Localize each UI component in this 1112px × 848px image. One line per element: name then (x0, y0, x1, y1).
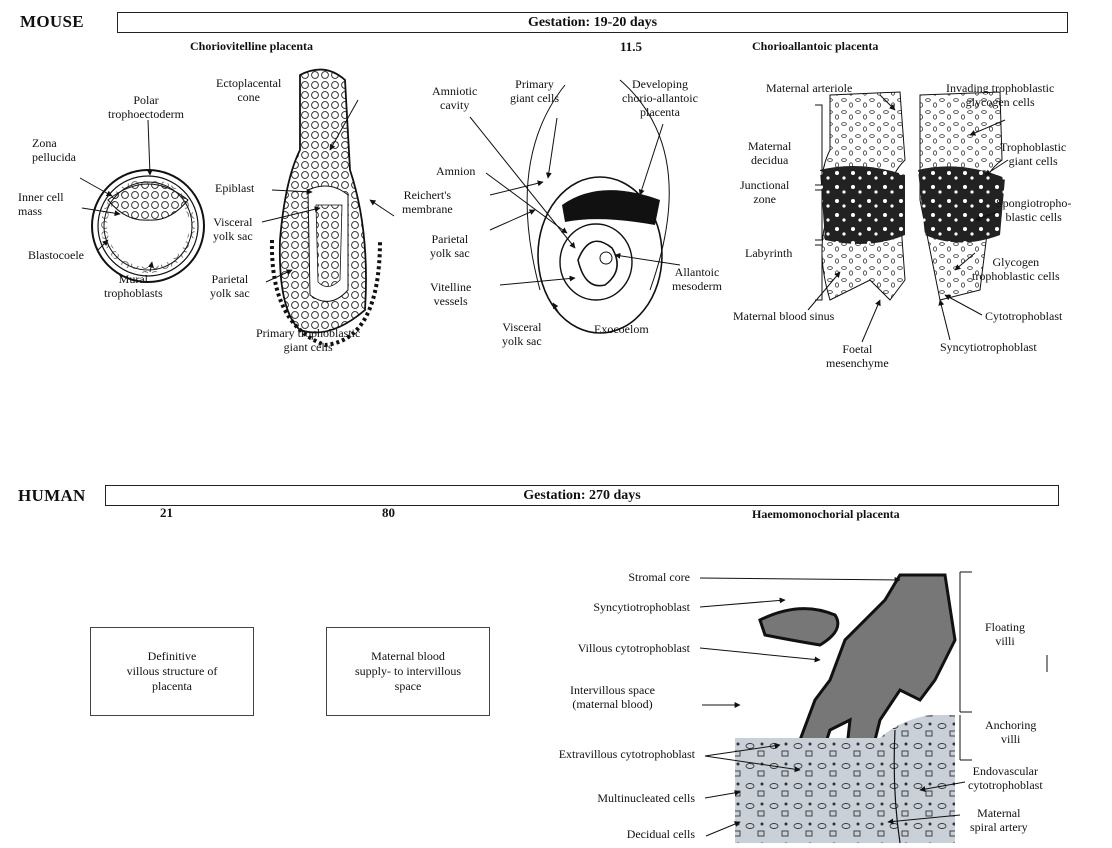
maternal-decidua-label: Maternal decidua (748, 139, 791, 167)
floating-villi-label: Floating villi (985, 620, 1025, 648)
inner-cell-mass-label: Inner cell mass (18, 190, 64, 218)
exocoelom-label: Exocoelom (594, 322, 649, 336)
villous-structure-box: Definitive villous structure of placenta (90, 627, 254, 716)
maternal-arteriole-label: Maternal arteriole (766, 81, 852, 95)
amnion-label: Amnion (436, 164, 475, 178)
foetal-mesenchyme-label: Foetal mesenchyme (826, 342, 889, 370)
glycogen-trophoblastic-label: Glycogen trophoblastic cells (972, 255, 1060, 283)
zona-pellucida-label: Zona pellucida (32, 136, 76, 164)
parietal-yolk-sac-label-2: Parietal yolk sac (430, 232, 470, 260)
allantoic-mesoderm-label: Allantoic mesoderm (672, 265, 722, 293)
human-heading: HUMAN (18, 486, 86, 506)
spiral-artery-label: Maternal spiral artery (970, 806, 1028, 834)
villous-cytotrophoblast-label: Villous cytotrophoblast (540, 641, 690, 655)
cytotrophoblast-label: Cytotrophoblast (985, 309, 1062, 323)
visceral-yolk-sac-label-2: Visceral yolk sac (502, 320, 542, 348)
junctional-zone-label: Junctional zone (740, 178, 789, 206)
anchoring-villi-label: Anchoring villi (985, 718, 1036, 746)
endovascular-label: Endovascular cytotrophoblast (968, 764, 1043, 792)
maternal-blood-box: Maternal blood supply- to intervillous s… (326, 627, 490, 716)
primary-giant-cells-label: Primary giant cells (510, 77, 559, 105)
reicherts-membrane-label: Reichert's membrane (402, 188, 453, 216)
developing-placenta-label: Developing chorio-allantoic placenta (622, 77, 698, 119)
day-21-label: 21 (160, 505, 173, 521)
vitelline-vessels-label: Vitelline vessels (430, 280, 471, 308)
intervillous-space-label: Intervillous space (maternal blood) (570, 683, 655, 711)
decidual-cells-label: Decidual cells (545, 827, 695, 841)
human-gestation-bar: Gestation: 270 days (105, 485, 1059, 506)
visceral-yolk-sac-label: Visceral yolk sac (213, 215, 253, 243)
parietal-yolk-sac-label: Parietal yolk sac (210, 272, 250, 300)
epiblast-label: Epiblast (215, 181, 254, 195)
ectoplacental-cone-label: Ectoplacental cone (216, 76, 281, 104)
maternal-blood-text: Maternal blood supply- to intervillous s… (355, 649, 461, 694)
amniotic-cavity-label: Amniotic cavity (432, 84, 477, 112)
blastocyst-drawing (92, 170, 204, 282)
maternal-blood-sinus-label: Maternal blood sinus (733, 309, 834, 323)
polar-trophoectoderm-label: Polar trophoectoderm (108, 93, 184, 121)
day-80-label: 80 (382, 505, 395, 521)
spongiotrophoblastic-label: Spongiotropho- blastic cells (996, 196, 1071, 224)
haemomonochorial-label: Haemomonochorial placenta (752, 507, 900, 522)
extravillous-cytotrophoblast-label: Extravillous cytotrophoblast (500, 747, 695, 761)
blastocoele-label: Blastocoele (28, 248, 84, 262)
multinucleated-cells-label: Multinucleated cells (545, 791, 695, 805)
stromal-core-label: Stromal core (590, 570, 690, 584)
syncytiotrophoblast-label: Syncytiotrophoblast (940, 340, 1037, 354)
egg-cylinder-drawing (272, 70, 380, 345)
villous-structure-text: Definitive villous structure of placenta (127, 649, 218, 694)
syncytiotrophoblast-human-label: Syncytiotrophoblast (540, 600, 690, 614)
primary-trophoblastic-label: Primary trophoblastic giant cells (256, 326, 360, 354)
mural-trophoblasts-label: Mural trophoblasts (104, 272, 163, 300)
trophoblastic-giant-label: Trophoblastic giant cells (1000, 140, 1066, 168)
labyrinth-label: Labyrinth (745, 246, 792, 260)
invading-glycogen-label: Invading trophoblastic glycogen cells (946, 81, 1054, 109)
human-villi-drawing (735, 572, 1047, 843)
